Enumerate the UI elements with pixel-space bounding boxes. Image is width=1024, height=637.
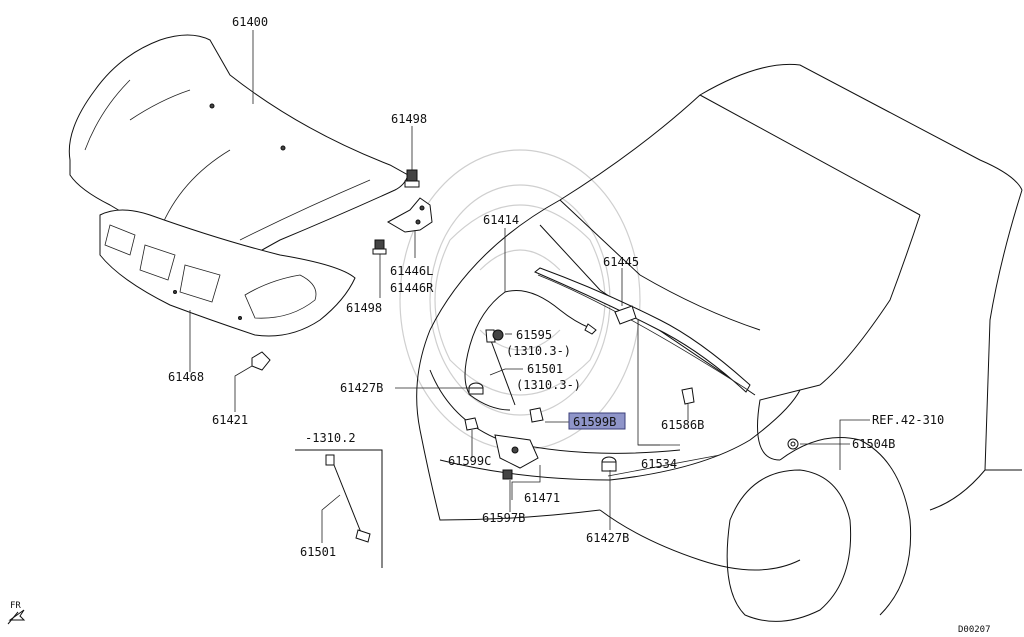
clip-61421 — [251, 351, 271, 371]
label-inset-note: -1310.2 — [305, 431, 356, 445]
label-61498-upper: 61498 — [391, 112, 427, 126]
label-61468: 61468 — [168, 370, 204, 384]
label-61599C: 61599C — [448, 454, 491, 468]
label-61400: 61400 — [232, 15, 268, 29]
diagram-code: D00207 — [958, 625, 991, 635]
clip-61586B — [681, 387, 695, 405]
label-61504B: 61504B — [852, 437, 895, 451]
clip-61445 — [614, 305, 637, 325]
bolt-61597B — [502, 469, 513, 480]
label-61586B: 61586B — [661, 418, 704, 432]
bumper-61427B-lower — [601, 456, 617, 472]
weatherstrip-61534 — [534, 267, 751, 393]
hood-stay-61501 — [485, 329, 516, 406]
label-61597B: 61597B — [482, 511, 525, 525]
label-61446R: 61446R — [390, 281, 434, 295]
grommet-61504B — [787, 438, 799, 450]
inset-frame — [295, 449, 383, 568]
clip-61599B — [529, 407, 544, 423]
bolt-61498-lower — [372, 239, 387, 255]
label-61595-note: (1310.3-) — [506, 344, 571, 358]
car-body — [416, 63, 1023, 622]
label-61501-note: (1310.3-) — [516, 378, 581, 392]
highlight-61599B — [568, 412, 626, 430]
bumper-61427B-upper — [468, 382, 484, 395]
label-61595: 61595 — [516, 328, 552, 342]
label-61446L: 61446L — [390, 264, 433, 278]
grommet-61595 — [492, 329, 504, 341]
label-61445: 61445 — [603, 255, 639, 269]
bolt-61498-upper — [404, 169, 420, 188]
label-fr: FR — [10, 601, 21, 611]
clip-61599C — [464, 417, 479, 431]
leader-lines — [189, 30, 870, 543]
hood-insulator-61468 — [99, 209, 356, 337]
hood-hinge-61446 — [386, 197, 433, 233]
label-61427B-lower: 61427B — [586, 531, 629, 545]
label-61427B-upper: 61427B — [340, 381, 383, 395]
hood-latch-61471 — [494, 434, 539, 469]
label-61498-lower: 61498 — [346, 301, 382, 315]
label-61421: 61421 — [212, 413, 248, 427]
label-ref: REF.42-310 — [872, 413, 944, 427]
label-61501-inset: 61501 — [300, 545, 336, 559]
label-61599B[interactable]: 61599B — [573, 415, 616, 429]
label-61471: 61471 — [524, 491, 560, 505]
hood-release-cable-61414 — [464, 290, 597, 411]
front-arrow-icon — [7, 609, 26, 625]
label-61501: 61501 — [527, 362, 563, 376]
label-61534: 61534 — [641, 457, 677, 471]
label-61414: 61414 — [483, 213, 519, 227]
